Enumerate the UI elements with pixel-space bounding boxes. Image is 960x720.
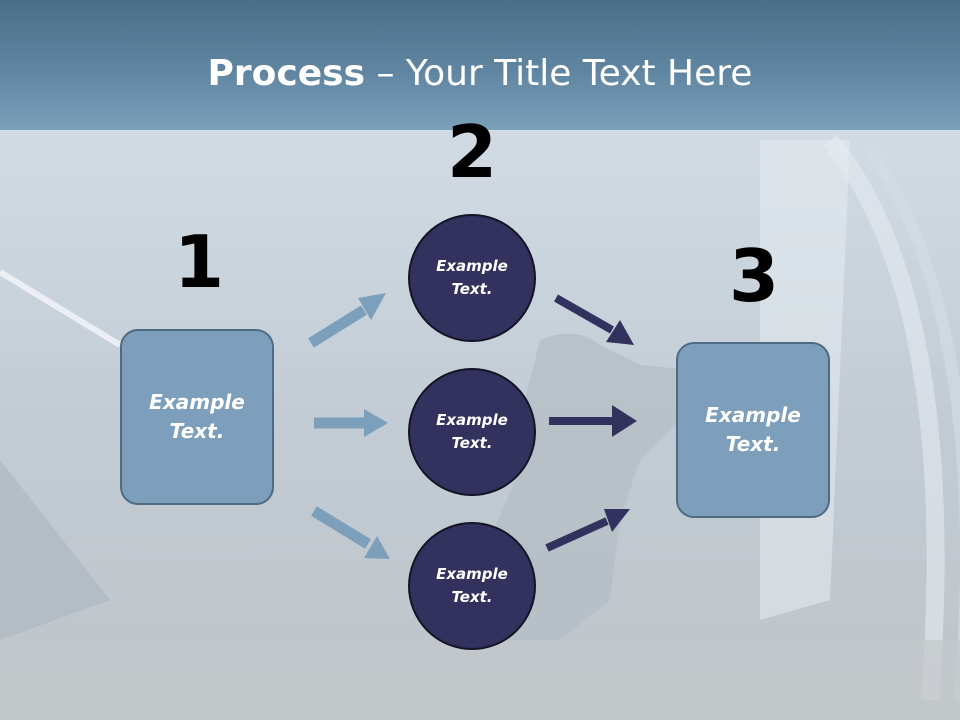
circle-middle[interactable]: Example Text. (408, 368, 536, 496)
arrow-bottom-to-right (545, 509, 630, 552)
circle-top[interactable]: Example Text. (408, 214, 536, 342)
title-bold: Process (207, 53, 366, 94)
left-box[interactable]: Example Text. (120, 329, 274, 505)
circle-middle-text: Example Text. (436, 411, 508, 452)
step-number-1: 1 (173, 220, 225, 304)
right-box[interactable]: Example Text. (676, 342, 830, 518)
step-number-3: 3 (728, 234, 780, 318)
header-band (0, 0, 960, 130)
left-box-text: Example Text. (149, 390, 245, 443)
arrow-top-to-right (554, 294, 634, 345)
title-rest: – Your Title Text Here (365, 53, 753, 94)
arrow-middle-to-right (549, 405, 637, 437)
circle-top-text: Example Text. (436, 257, 508, 298)
circle-bottom[interactable]: Example Text. (408, 522, 536, 650)
step-number-2: 2 (446, 110, 498, 194)
arrow-left-to-bottom (311, 506, 390, 559)
arrow-left-to-middle (314, 409, 388, 437)
arrow-left-to-top (308, 293, 386, 348)
slide-title: Process – Your Title Text Here (0, 52, 960, 96)
circle-bottom-text: Example Text. (436, 565, 508, 606)
right-box-text: Example Text. (705, 403, 801, 456)
